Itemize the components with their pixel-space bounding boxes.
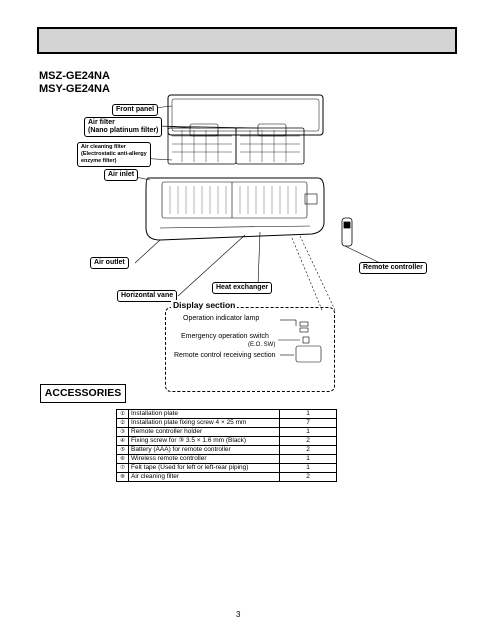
accessory-qty: 2	[279, 472, 337, 482]
callout-air-inlet: Air inlet	[104, 169, 139, 181]
callout-horizontal-vane-label: Horizontal vane	[121, 292, 174, 299]
accessory-name: Air cleaning filter	[128, 472, 280, 482]
filters-drawing	[167, 123, 305, 165]
accessory-num: ⑤	[116, 445, 129, 455]
accessory-qty: 2	[279, 445, 337, 455]
front-panel-drawing	[167, 94, 324, 136]
model-name-2: MSY-GE24NA	[39, 83, 110, 95]
accessory-name: Installation plate fixing screw 4 × 25 m…	[128, 418, 280, 428]
accessory-num: ③	[116, 427, 129, 437]
callout-air-cleaning-line1: Air cleaning filter	[81, 144, 126, 150]
callout-front-panel-label: Front panel	[116, 106, 155, 113]
callout-heat-exchanger-label: Heat exchanger	[216, 284, 269, 291]
callout-air-cleaning-filter: Air cleaning filter (Electrostatic anti-…	[77, 142, 151, 167]
accessory-qty: 2	[279, 436, 337, 446]
accessory-name: Remote controller holder	[128, 427, 280, 437]
callout-air-outlet: Air outlet	[90, 257, 129, 269]
emergency-switch-label: Emergency operation switch	[181, 333, 269, 340]
accessory-qty: 1	[279, 427, 337, 437]
emergency-switch-abbr: (E.O. SW)	[248, 342, 276, 348]
accessories-heading: ACCESSORIES	[40, 384, 126, 403]
page-number: 3	[236, 610, 241, 619]
accessory-num: ②	[116, 418, 129, 428]
display-indicators	[278, 319, 322, 363]
callout-remote-controller: Remote controller	[359, 262, 427, 274]
callout-air-outlet-label: Air outlet	[94, 259, 125, 266]
display-dashed-lines	[291, 235, 336, 311]
accessory-qty: 1	[279, 454, 337, 464]
display-section-title: Display section	[171, 300, 238, 310]
accessory-name: Felt tape (Used for left or left-rear pi…	[128, 463, 280, 473]
accessory-qty: 7	[279, 418, 337, 428]
callout-air-cleaning-line2: (Electrostatic anti-allergy	[81, 151, 147, 157]
callout-air-filter-line2: (Nano platinum filter)	[88, 127, 159, 134]
accessory-num: ⑥	[116, 454, 129, 464]
accessory-num: ①	[116, 409, 129, 419]
accessory-num: ⑦	[116, 463, 129, 473]
display-section-box	[165, 307, 335, 392]
accessory-name: Battery (AAA) for remote controller	[128, 445, 280, 455]
callout-remote-controller-label: Remote controller	[363, 264, 423, 271]
callout-air-filter-line1: Air filter	[88, 119, 115, 126]
callout-air-filter: Air filter (Nano platinum filter)	[84, 117, 163, 137]
header-bar	[37, 27, 457, 54]
remote-receiving-label: Remote control receiving section	[174, 352, 276, 359]
model-name-1: MSZ-GE24NA	[39, 70, 110, 82]
callout-air-cleaning-line3: enzyme filter)	[81, 158, 117, 164]
callout-heat-exchanger: Heat exchanger	[212, 282, 273, 294]
callout-front-panel: Front panel	[112, 104, 159, 116]
accessory-qty: 1	[279, 409, 337, 419]
callout-horizontal-vane: Horizontal vane	[117, 290, 178, 302]
accessory-num: ④	[116, 436, 129, 446]
accessory-name: Wireless remote controller	[128, 454, 280, 464]
callout-air-inlet-label: Air inlet	[108, 171, 135, 178]
operation-indicator-lamp-label: Operation indicator lamp	[183, 315, 260, 322]
accessory-num: ⑧	[116, 472, 129, 482]
remote-controller-drawing	[341, 217, 353, 247]
accessory-qty: 1	[279, 463, 337, 473]
accessory-name: Installation plate	[128, 409, 280, 419]
main-unit-drawing	[145, 177, 325, 241]
accessory-name: Fixing screw for ③ 3.5 × 1.6 mm (Black)	[128, 436, 280, 446]
